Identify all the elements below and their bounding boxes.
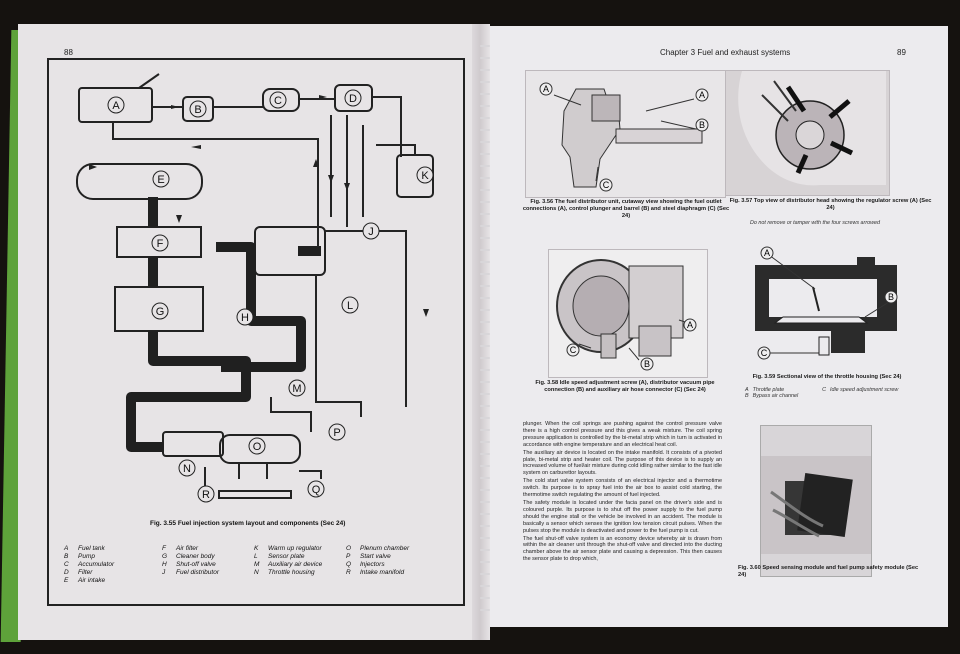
label-p: P (333, 427, 340, 439)
fig-3-60-caption: Fig. 3.60 Speed sensing module and fuel … (738, 565, 920, 579)
label-a: A (112, 100, 120, 112)
fig-3-58-image: A B C (548, 249, 708, 378)
right-page-number: 89 (897, 48, 906, 57)
fuel-lines (113, 97, 415, 487)
fig-3-57-image (725, 70, 890, 196)
fig-3-56-image: A A B C (525, 70, 726, 198)
filler-neck (139, 74, 159, 88)
svg-text:A: A (687, 320, 693, 330)
spiral-binding (480, 45, 490, 615)
svg-text:A: A (764, 248, 770, 258)
fig-3-56-caption: Fig. 3.56 The fuel distributor unit, cut… (520, 199, 732, 220)
intake-manifold-shape (219, 491, 291, 498)
chapter-title: Chapter 3 Fuel and exhaust systems (660, 48, 790, 57)
label-q: Q (312, 484, 321, 496)
svg-text:B: B (644, 359, 650, 369)
left-page-number: 88 (64, 48, 73, 57)
fig-3-60-image (760, 425, 872, 577)
svg-text:C: C (761, 348, 768, 358)
label-f: F (157, 238, 164, 250)
fig-3-59-image: A B C (747, 245, 905, 363)
fuel-injection-diagram: A B C D E F G H J K L M N O P Q R (61, 67, 441, 517)
label-j: J (368, 226, 374, 238)
svg-text:C: C (570, 345, 577, 355)
label-e: E (157, 174, 164, 186)
label-k: K (421, 170, 429, 182)
label-h: H (241, 312, 249, 324)
component-label-layer: A B C D E F G H J K L M N O P Q R (108, 90, 433, 502)
label-o: O (253, 441, 262, 453)
flow-arrows (89, 95, 441, 317)
svg-text:A: A (543, 84, 549, 94)
label-n: N (183, 463, 191, 475)
label-r: R (202, 489, 210, 501)
label-l: L (347, 300, 353, 312)
fuel-system-body-text: plunger. When the coil springs are pushi… (523, 421, 722, 564)
air-ducting (131, 197, 321, 447)
svg-text:C: C (603, 180, 610, 190)
air-intake-shape (77, 164, 202, 199)
fig-3-57-caption: Fig. 3.57 Top view of distributor head s… (728, 198, 933, 212)
throttle-housing-shape (163, 432, 223, 456)
svg-text:A: A (699, 90, 705, 100)
fig-3-59-caption: Fig. 3.59 Sectional view of the throttle… (742, 374, 912, 381)
label-m: M (292, 383, 301, 395)
label-c: C (274, 95, 282, 107)
label-b: B (194, 104, 201, 116)
svg-text:B: B (888, 292, 894, 302)
fig-3-58-caption: Fig. 3.58 Idle speed adjustment screw (A… (525, 380, 725, 394)
svg-text:B: B (699, 120, 705, 130)
fig-3-57-note: Do not remove or tamper with the four sc… (750, 220, 880, 226)
fig-3-55-caption: Fig. 3.55 Fuel injection system layout a… (150, 520, 345, 527)
label-g: G (156, 306, 165, 318)
label-d: D (349, 93, 357, 105)
